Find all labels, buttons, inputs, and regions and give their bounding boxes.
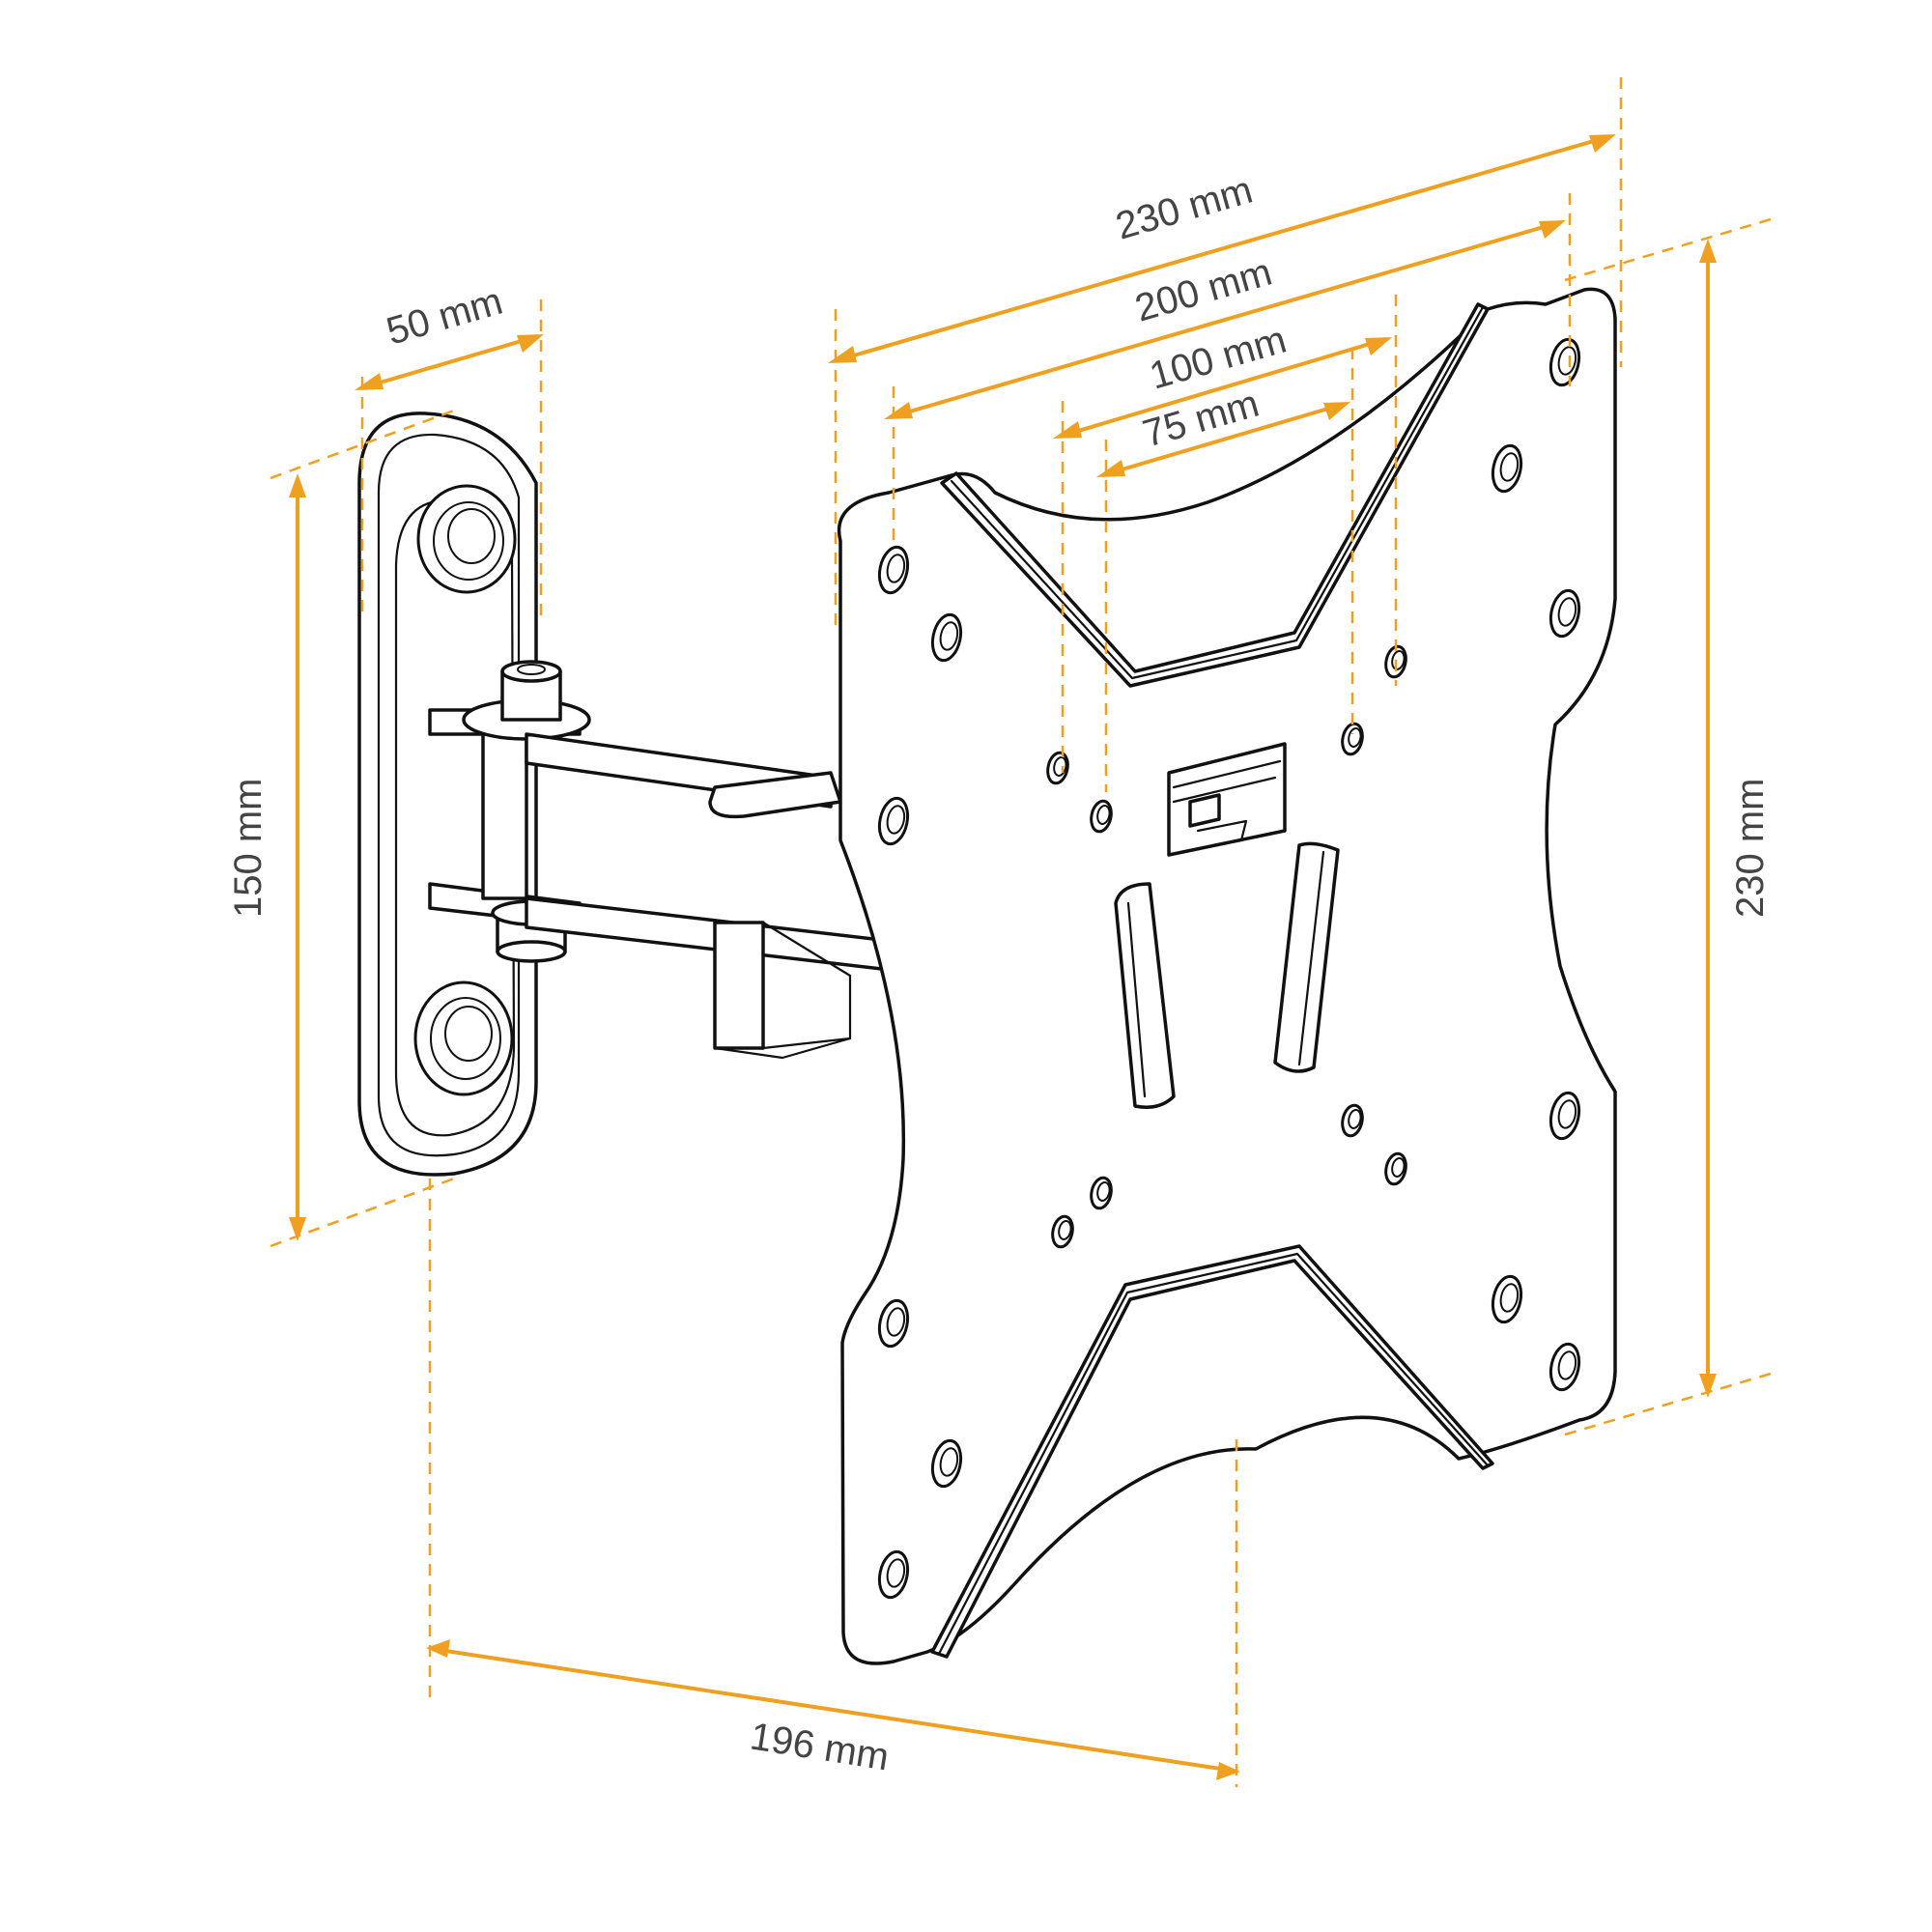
vesa-hole [877,1298,910,1349]
dim-label-100: 100 mm [1145,319,1291,398]
dim-label-230-top: 230 mm [1111,169,1257,248]
vesa-hole-small [1046,751,1069,785]
vesa-hole-small [1090,1176,1113,1210]
dim-label-196: 196 mm [748,1715,893,1778]
vesa-hole [877,1549,910,1600]
vesa-plate [837,287,1617,1665]
vesa-hole-small [1384,1151,1407,1186]
dim-label-50: 50 mm [382,280,507,354]
vesa-hole [930,1438,963,1489]
tilt-lock [1167,742,1287,857]
dimension-lines [270,77,1778,1787]
vesa-hole [877,796,910,846]
dim-label-200: 200 mm [1130,251,1276,330]
vesa-hole-small [1341,722,1364,756]
vesa-hole [1548,1091,1581,1141]
vesa-hole [1548,588,1581,639]
wall-bolt-lower [413,980,514,1096]
dim-label-230-right: 230 mm [1729,779,1772,919]
vesa-hole-small [1341,1103,1364,1138]
vesa-hole [877,545,910,595]
mounting-holes [877,337,1581,1600]
vesa-hole-small [1051,1214,1074,1249]
dim-label-150: 150 mm [227,779,270,919]
vesa-hole [1548,1342,1581,1392]
vesa-hole [930,612,963,663]
swivel-arm [428,660,900,1060]
vesa-hole [1491,443,1523,494]
wall-bolt-upper [416,484,517,594]
vesa-hole-small [1090,799,1113,834]
wall-plate [357,412,538,1177]
vesa-hole [1491,1274,1523,1324]
